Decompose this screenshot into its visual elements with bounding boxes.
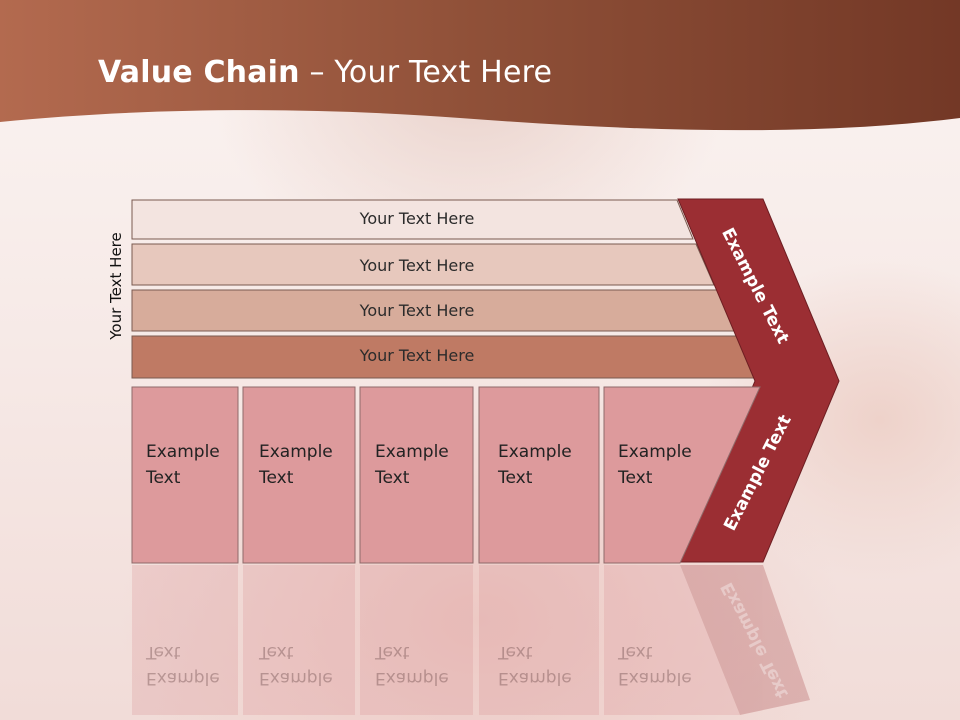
box-3-reflection: Example Text [360, 565, 473, 715]
box-2-reflection: Example Text [243, 565, 355, 715]
box-1 [131, 386, 239, 564]
box-2 [242, 386, 356, 564]
box-4 [478, 386, 600, 564]
vertical-label: Your Text Here [107, 232, 125, 340]
box-1-reflection: Example Text [132, 565, 238, 715]
box-5 [603, 386, 761, 564]
box-3-reflection-line2: Text [375, 642, 410, 662]
box-4-reflection-line2: Text [498, 642, 533, 662]
box-5-reflection-line2: Text [618, 642, 653, 662]
box-3-reflection-line1: Example [375, 668, 449, 688]
bar-4-label: Your Text Here [359, 346, 475, 365]
slide-title: Value Chain – Your Text Here [98, 55, 552, 90]
box-3 [359, 386, 474, 564]
box-2-line1: Example [259, 442, 333, 462]
box-4-reflection-line1: Example [498, 668, 572, 688]
box-1-line1: Example [146, 442, 220, 462]
box-4-line2: Text [498, 468, 533, 488]
box-3-line2: Text [375, 468, 410, 488]
box-2-reflection-line1: Example [259, 668, 333, 688]
box-2-reflection-line2: Text [259, 642, 294, 662]
box-4-line1: Example [498, 442, 572, 462]
box-5-line1: Example [618, 442, 692, 462]
bar-1 [131, 199, 694, 240]
reflection-group [132, 565, 810, 715]
bar-1-label: Your Text Here [359, 209, 475, 228]
box-4-reflection: Example Text [479, 565, 599, 715]
box-1-reflection-line1: Example [146, 668, 220, 688]
box-5-reflection: Example Text [604, 565, 724, 715]
box-1-reflection-line2: Text [146, 642, 181, 662]
box-5-reflection-line1: Example [618, 668, 692, 688]
bar-2-label: Your Text Here [359, 256, 475, 275]
box-2-line2: Text [259, 468, 294, 488]
box-3-line1: Example [375, 442, 449, 462]
title-rest: – Your Text Here [299, 55, 553, 90]
box-5-line2: Text [618, 468, 653, 488]
title-bold: Value Chain [98, 55, 300, 90]
box-1-line2: Text [146, 468, 181, 488]
bar-3-label: Your Text Here [359, 301, 475, 320]
header-band [0, 0, 960, 131]
